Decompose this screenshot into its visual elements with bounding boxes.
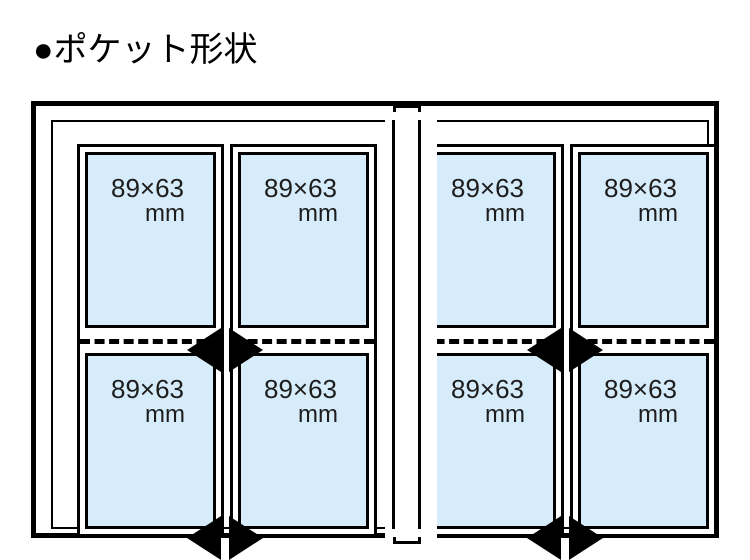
- pocket-2-label: 89×63 mm: [241, 175, 360, 226]
- pocket-column-4: 89×63 mm 89×63 mm: [570, 144, 717, 537]
- pocket-1-label: 89×63 mm: [88, 175, 207, 226]
- pocket-2-unit: mm: [298, 200, 338, 227]
- pocket-6-label: 89×63 mm: [241, 376, 360, 427]
- pocket-3-unit: mm: [485, 200, 525, 227]
- perforation-line-4: [573, 338, 714, 344]
- pocket-5-unit: mm: [145, 401, 185, 428]
- pocket-7-label: 89×63 mm: [428, 376, 547, 427]
- pocket-4-size: 89×63: [603, 173, 678, 203]
- pocket-1-unit: mm: [145, 200, 185, 227]
- pocket-6-size: 89×63: [263, 374, 338, 404]
- pocket-4-label: 89×63 mm: [581, 175, 700, 226]
- pocket-5-size: 89×63: [110, 374, 185, 404]
- pocket-3-size: 89×63: [450, 173, 525, 203]
- pocket-1: 89×63 mm: [85, 152, 216, 328]
- pocket-5-label: 89×63 mm: [88, 376, 207, 427]
- perforation-line-3: [420, 338, 561, 344]
- pocket-2: 89×63 mm: [238, 152, 369, 328]
- spine-line-right: [418, 120, 421, 529]
- pocket-8-unit: mm: [638, 401, 678, 428]
- pocket-5: 89×63 mm: [85, 353, 216, 529]
- pocket-column-1: 89×63 mm 89×63 mm: [77, 144, 224, 537]
- pocket-8-size: 89×63: [603, 374, 678, 404]
- pocket-column-2: 89×63 mm 89×63 mm: [230, 144, 377, 537]
- pocket-8: 89×63 mm: [578, 353, 709, 529]
- perforation-line-2: [233, 338, 374, 344]
- spine-notch-top: [393, 105, 421, 112]
- page-title: ●ポケット形状: [33, 31, 258, 69]
- pocket-4-unit: mm: [638, 200, 678, 227]
- spine-notch-bottom: [393, 537, 421, 544]
- pocket-6: 89×63 mm: [238, 353, 369, 529]
- pocket-8-label: 89×63 mm: [581, 376, 700, 427]
- spine-line-left: [392, 120, 395, 529]
- pocket-3-label: 89×63 mm: [428, 175, 547, 226]
- binding-spine: [385, 105, 437, 544]
- pocket-column-3: 89×63 mm 89×63 mm: [417, 144, 564, 537]
- pocket-7-size: 89×63: [450, 374, 525, 404]
- pocket-2-size: 89×63: [263, 173, 338, 203]
- pocket-7: 89×63 mm: [425, 353, 556, 529]
- pocket-7-unit: mm: [485, 401, 525, 428]
- pocket-4: 89×63 mm: [578, 152, 709, 328]
- pocket-3: 89×63 mm: [425, 152, 556, 328]
- pocket-1-size: 89×63: [110, 173, 185, 203]
- album-page-diagram: 89×63 mm 89×63 mm 89×63 mm: [31, 101, 719, 560]
- pocket-6-unit: mm: [298, 401, 338, 428]
- perforation-line-1: [80, 338, 221, 344]
- album-inner-frame: 89×63 mm 89×63 mm 89×63 mm: [51, 120, 717, 560]
